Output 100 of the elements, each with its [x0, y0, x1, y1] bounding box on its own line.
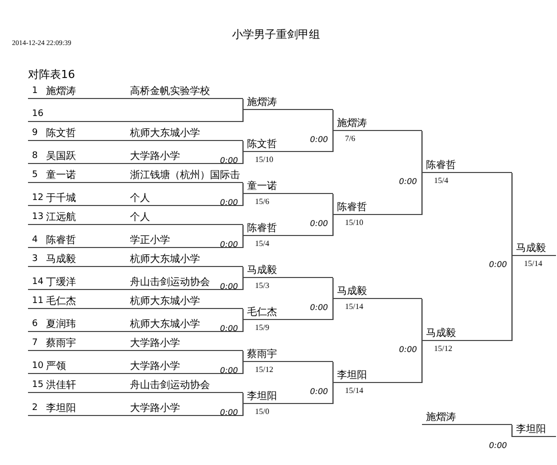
fencer-name: 于千城	[46, 192, 76, 206]
winner-slot	[243, 95, 333, 110]
fencer-name: 洪佳轩	[46, 378, 76, 393]
score: 15/6	[255, 196, 270, 208]
score: 15/12	[255, 364, 274, 376]
seed-number: 11	[32, 295, 44, 308]
winner-slot	[422, 410, 512, 425]
fencer-name: 蔡雨宇	[46, 336, 76, 351]
seed-number: 1	[32, 85, 38, 98]
club-name: 浙江钱塘（杭州）国际击	[130, 168, 240, 183]
fencer-name: 李坦阳	[247, 390, 277, 404]
fencer-name: 陈睿哲	[46, 234, 76, 248]
bracket-line	[421, 131, 423, 173]
seed-number: 10	[32, 360, 44, 373]
winner-slot	[512, 422, 556, 437]
club-name: 大学路小学	[130, 336, 180, 351]
entry-slot	[28, 191, 243, 206]
seed-number: 9	[32, 127, 38, 140]
fencer-name: 陈睿哲	[247, 222, 277, 236]
entry-slot	[28, 168, 243, 183]
winner-slot	[333, 368, 422, 383]
bracket-line	[511, 425, 513, 437]
bracket-line	[242, 351, 244, 362]
seed-number: 16	[32, 108, 44, 121]
match-time: 0:00	[309, 302, 328, 314]
winner-slot	[243, 347, 333, 362]
winner-slot	[243, 263, 333, 278]
seed-number: 14	[32, 276, 44, 289]
winner-slot	[333, 284, 422, 299]
club-name: 舟山击剑运动协会	[130, 378, 210, 393]
score: 15/4	[434, 175, 448, 187]
bracket-line	[332, 362, 334, 383]
fencer-name: 吴国跃	[46, 150, 76, 164]
entry-slot	[28, 336, 243, 351]
fencer-name: 李坦阳	[337, 368, 367, 383]
entry-slot	[28, 233, 243, 248]
table-heading: 对阵表16	[28, 67, 75, 83]
bracket-line	[332, 383, 334, 404]
winner-slot	[333, 200, 422, 215]
bracket-title: 小学男子重剑甲组	[232, 27, 320, 43]
fencer-name: 蔡雨宇	[247, 348, 277, 362]
club-name: 杭师大东城小学	[130, 318, 200, 332]
club-name: 大学路小学	[130, 360, 180, 374]
fencer-name: 陈睿哲	[426, 158, 456, 173]
match-time: 0:00	[219, 155, 238, 167]
fencer-name: 施熠涛	[426, 410, 456, 425]
seed-number: 15	[32, 379, 44, 392]
fencer-name: 陈睿哲	[337, 200, 367, 215]
bracket-line	[511, 256, 513, 341]
winner-slot	[243, 305, 333, 320]
fencer-name: 夏润玮	[46, 318, 76, 332]
fencer-name: 施熠涛	[46, 84, 76, 99]
entry-slot	[28, 149, 243, 164]
match-time: 0:00	[398, 344, 417, 356]
score: 15/4	[255, 238, 270, 250]
seed-number: 2	[32, 402, 38, 415]
bracket-line	[421, 299, 423, 341]
fencer-name: 李坦阳	[46, 402, 76, 416]
score: 15/10	[345, 217, 364, 229]
bracket-line	[242, 110, 244, 122]
entry-slot	[28, 359, 243, 374]
match-time: 0:00	[398, 176, 417, 188]
club-name: 大学路小学	[130, 150, 180, 164]
bracket-line	[332, 278, 334, 299]
bracket-line	[242, 194, 244, 206]
fencer-name: 施熠涛	[247, 96, 277, 110]
seed-number: 8	[32, 150, 38, 163]
winner-slot	[422, 158, 512, 173]
fencer-name: 丁缓洋	[46, 276, 76, 290]
entry-slot	[28, 107, 243, 122]
match-time: 0:00	[219, 365, 238, 377]
bracket-line	[242, 404, 244, 416]
entry-slot	[28, 210, 243, 225]
match-time: 0:00	[219, 197, 238, 209]
entry-slot	[28, 378, 243, 393]
score: 15/14	[345, 385, 364, 397]
fencer-name: 李坦阳	[516, 422, 546, 437]
bracket-line	[421, 341, 423, 383]
bracket-line	[242, 309, 244, 320]
seed-number: 3	[32, 253, 38, 266]
match-time: 0:00	[219, 239, 238, 251]
winner-slot	[512, 241, 556, 256]
bracket-line	[242, 267, 244, 278]
winner-slot	[243, 179, 333, 194]
bracket-line	[332, 299, 334, 320]
bracket-line	[242, 362, 244, 374]
fencer-name: 江远航	[46, 210, 76, 225]
match-time: 0:00	[309, 134, 328, 146]
seed-number: 12	[32, 192, 44, 205]
entry-slot	[28, 275, 243, 290]
fencer-name: 毛仁杰	[46, 294, 76, 309]
match-time: 0:00	[219, 281, 238, 293]
match-time: 0:00	[309, 218, 328, 230]
entry-slot	[28, 401, 243, 416]
bracket-line	[242, 99, 244, 110]
bracket-line	[332, 110, 334, 131]
entry-slot	[28, 252, 243, 267]
entry-slot	[28, 126, 243, 141]
club-name: 大学路小学	[130, 402, 180, 416]
bracket-line	[242, 320, 244, 332]
